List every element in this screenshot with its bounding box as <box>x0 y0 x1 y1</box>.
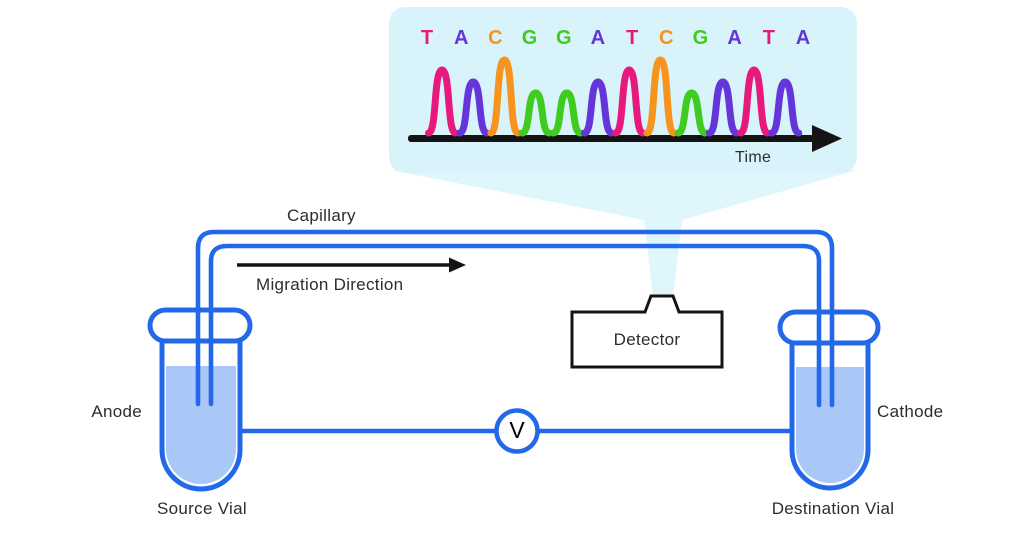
chromatogram-peak-4 <box>549 89 584 137</box>
chromatogram-peak-5 <box>581 78 615 137</box>
sequence-letter-5: A <box>590 27 606 49</box>
cathode-label: Cathode <box>877 402 944 421</box>
capillary-outer-wall <box>195 229 835 408</box>
time-axis-arrowhead <box>812 125 842 152</box>
sequence-letter-4: G <box>555 27 572 49</box>
destination-vial <box>777 309 881 491</box>
time-axis-bar <box>408 135 814 142</box>
chromatogram-peak-1 <box>456 78 491 137</box>
sequence-letter-7: C <box>659 27 674 49</box>
destination-vial-rim <box>777 309 881 346</box>
anode-label: Anode <box>91 402 142 421</box>
detector-box <box>570 294 724 369</box>
source-vial-liquid <box>166 366 236 484</box>
chromatogram-peak-9 <box>705 78 740 137</box>
sequence-letter-0: T <box>420 27 434 49</box>
chromatogram-peak-0 <box>425 66 459 137</box>
chromatogram-peak-8 <box>674 89 709 137</box>
sequence-letter-9: A <box>727 27 742 49</box>
sequence-letter-6: T <box>625 27 639 49</box>
source-vial-label: Source Vial <box>157 499 247 518</box>
voltage-source-circle <box>494 408 540 454</box>
sequence-letter-2: C <box>488 27 503 49</box>
detector-label: Detector <box>613 330 681 349</box>
chromatogram-peak-7 <box>643 56 678 137</box>
time-axis-label: Time <box>735 149 772 166</box>
sequence-letter-11: A <box>795 27 811 49</box>
destination-vial-liquid <box>796 367 864 483</box>
chromatogram-peak-2 <box>487 56 522 137</box>
sequence-letter-8: G <box>692 27 709 49</box>
chromatogram-peak-3 <box>518 89 553 137</box>
chromatogram-peak-10 <box>737 66 771 137</box>
chromatogram-peaks <box>425 56 803 137</box>
chromatogram-peak-6 <box>612 66 647 137</box>
capillary-label: Capillary <box>287 206 356 225</box>
migration-direction-label: Migration Direction <box>256 275 404 294</box>
detector-beam <box>390 170 857 296</box>
destination-vial-label: Destination Vial <box>771 499 895 518</box>
voltage-source-label: V <box>509 417 525 443</box>
capillary-inner-wall <box>208 243 822 408</box>
source-vial <box>147 307 253 492</box>
sequence-letter-10: T <box>762 27 775 49</box>
chromatogram-peak-11 <box>768 78 803 137</box>
sequence-letter-3: G <box>521 27 538 49</box>
sequence-letter-1: A <box>453 27 469 49</box>
migration-arrow-head <box>449 257 466 273</box>
